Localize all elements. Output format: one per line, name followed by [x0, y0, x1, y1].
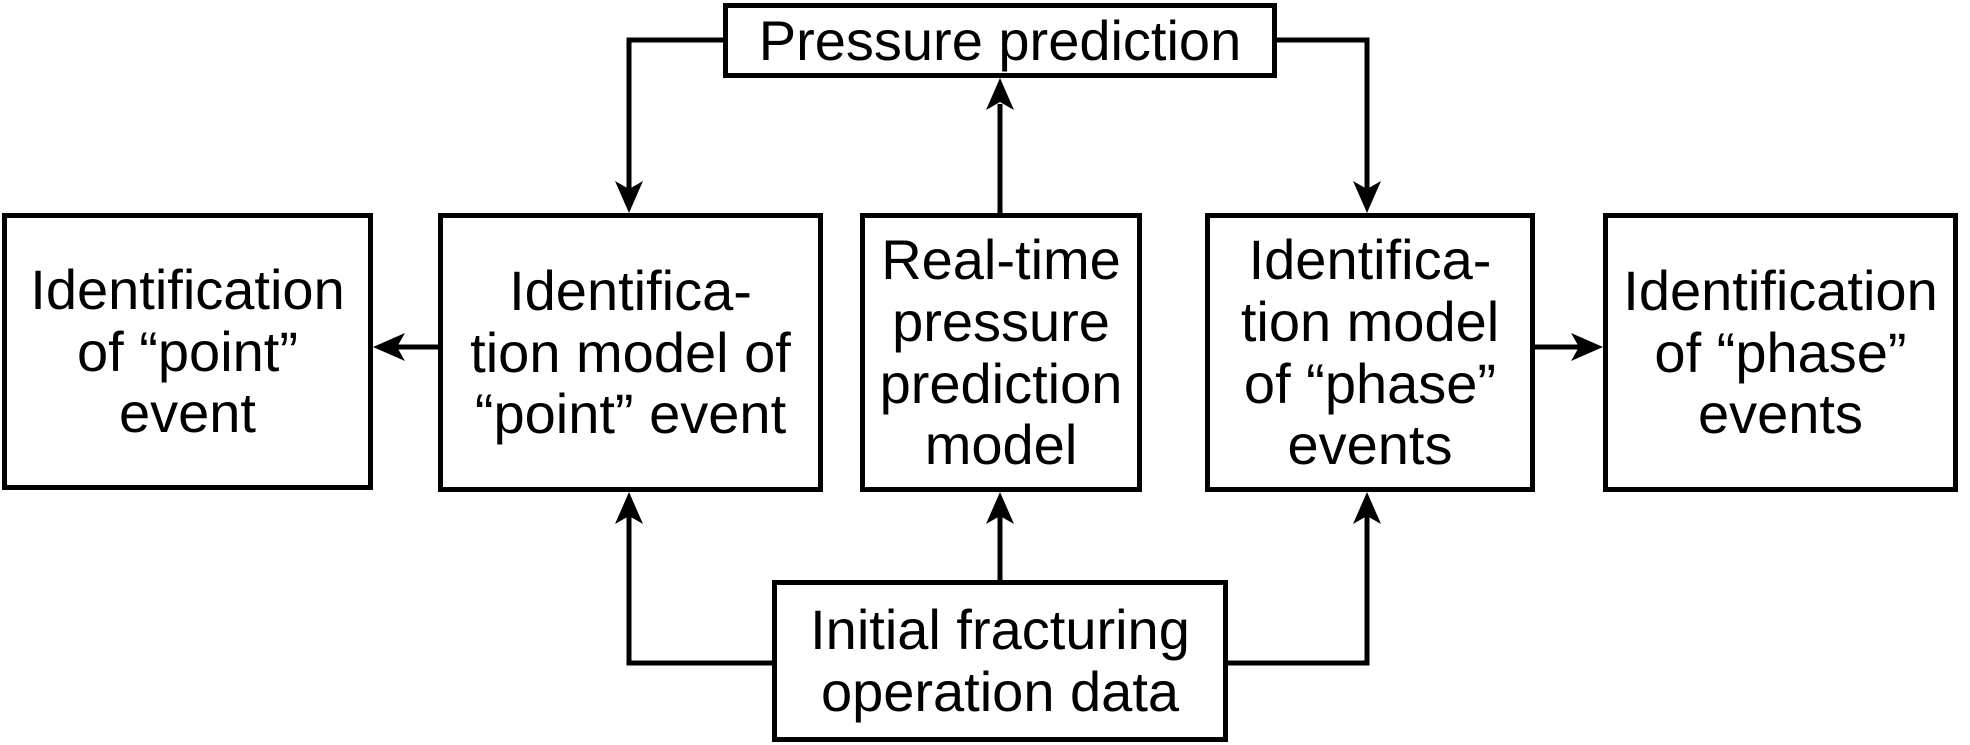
box-initial-fracturing-data: Initial fracturing operation data [772, 580, 1228, 742]
arrow-initial-data-to-realtime-model [986, 492, 1014, 580]
box-point-event-model: Identifica- tion model of “point” event [438, 213, 823, 492]
box-realtime-pressure-model: Real-time pressure prediction model [860, 213, 1142, 492]
box-pressure-prediction: Pressure prediction [723, 3, 1277, 78]
arrow-phase-events-model-to-identification-phase-events [1535, 333, 1603, 361]
arrow-initial-data-to-phase-events-model [1228, 492, 1381, 666]
arrow-pressure-prediction-to-point-event-model [615, 37, 723, 213]
arrow-initial-data-to-point-event-model [615, 492, 772, 666]
box-identification-point-event: Identification of “point” event [2, 213, 373, 490]
box-identification-phase-events: Identification of “phase” events [1603, 213, 1958, 492]
arrow-realtime-model-to-pressure-prediction [986, 78, 1014, 213]
arrow-pressure-prediction-to-phase-events-model [1277, 37, 1381, 213]
arrow-point-event-model-to-identification-point-event [373, 333, 438, 361]
box-phase-events-model: Identifica- tion model of “phase” events [1205, 213, 1535, 492]
